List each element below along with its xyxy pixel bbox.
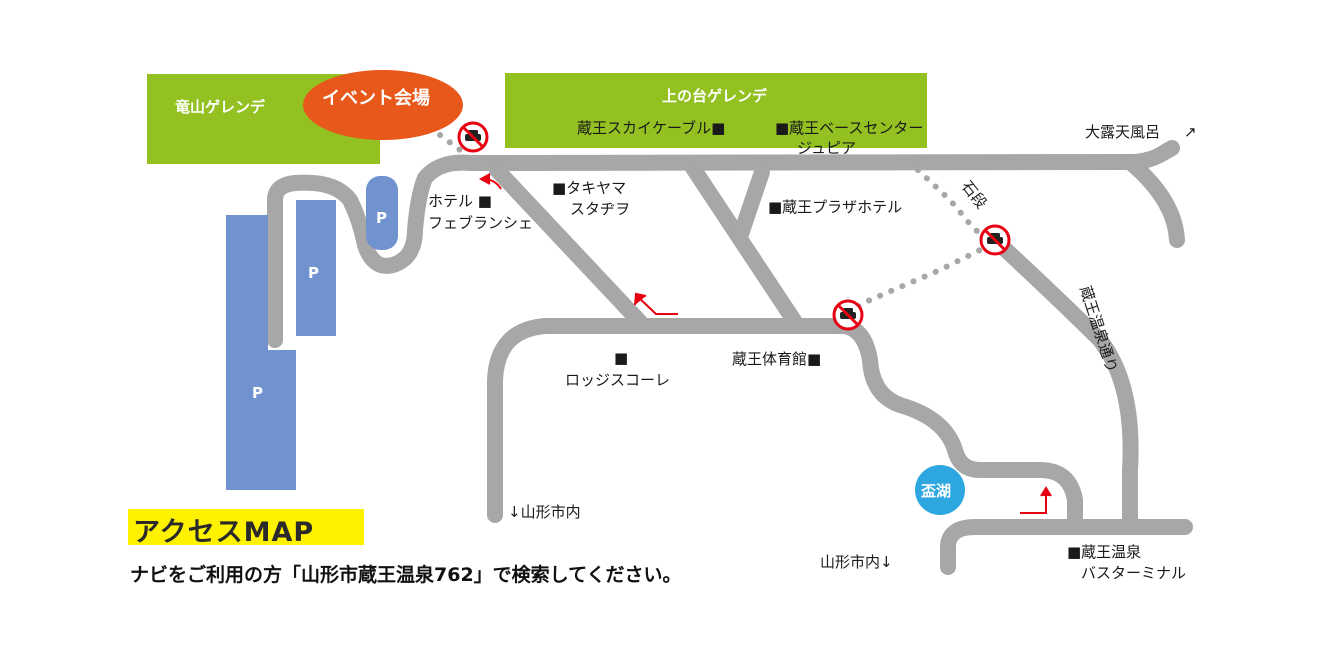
no-car-icon	[457, 121, 489, 153]
yamagata-left-label: ↓山形市内	[508, 503, 581, 521]
oroten-arrow-icon: ↗	[1184, 123, 1197, 141]
hotel-label-line2: フェブランシェ	[428, 214, 533, 232]
map-title: アクセスMAP	[133, 517, 315, 548]
takiyama-label-line2: スタヂヲ	[570, 200, 630, 218]
hotel-label: ホテル ■	[428, 192, 492, 210]
stone-steps-label: 石段	[958, 177, 991, 212]
direction-arrow-icon	[478, 173, 502, 190]
title-background	[128, 509, 364, 545]
takiyama-label: ■タキヤマ	[552, 179, 626, 197]
parking-lot-middle	[296, 200, 336, 336]
direction-arrow-icon	[1020, 486, 1052, 514]
no-car-icon	[979, 224, 1011, 256]
direction-arrow-icon	[634, 292, 678, 315]
ryuzan-slope-label: 竜山ゲレンデ	[175, 98, 266, 116]
road-network	[267, 140, 1193, 575]
parking-lot-large	[226, 350, 296, 490]
lake-marker	[915, 465, 965, 515]
basecenter-label-line2: ジュピア	[797, 139, 856, 157]
uenodai-slope-area	[505, 73, 927, 148]
bus-terminal-label: ■蔵王温泉	[1067, 543, 1141, 561]
lodge-label: ロッジスコーレ	[565, 371, 670, 389]
road-diagonal-1	[489, 162, 648, 330]
parking-label-small: P	[376, 209, 387, 227]
main-road	[267, 140, 1180, 348]
onsen-street	[985, 230, 1139, 533]
path-gym	[845, 242, 993, 315]
basecenter-label: ■蔵王ベースセンター	[775, 119, 923, 137]
road-plaza-branch	[732, 164, 770, 245]
road-oroten-branch	[1122, 154, 1185, 248]
parking-label-large: P	[252, 384, 263, 402]
event-venue-label: イベント会場	[322, 87, 430, 109]
bus-terminal-label-line2: バスターミナル	[1081, 564, 1186, 582]
parking-label-middle: P	[308, 264, 319, 282]
event-venue-marker	[303, 70, 463, 140]
navigation-instruction: ナビをご利用の方「山形市蔵王温泉762」で検索してください。	[130, 564, 682, 586]
parking-lot-small	[366, 176, 398, 250]
plaza-hotel-label: ■蔵王プラザホテル	[768, 198, 902, 216]
lake-label: 盃湖	[921, 482, 951, 500]
road-bus-terminal	[940, 519, 1193, 575]
skycable-label: 蔵王スカイケーブル■	[577, 119, 725, 137]
road-diagonal-2	[685, 160, 803, 330]
lower-road	[487, 318, 1083, 534]
yamagata-right-label: 山形市内↓	[820, 553, 893, 571]
lodge-marker: ■	[614, 349, 628, 367]
uenodai-slope-label: 上の台ゲレンデ	[662, 87, 768, 105]
path-stone-steps	[915, 167, 996, 241]
parking-areas	[226, 176, 398, 490]
gym-label: 蔵王体育館■	[732, 350, 821, 368]
no-car-icon	[832, 299, 864, 331]
oroten-label: 大露天風呂	[1085, 123, 1160, 141]
